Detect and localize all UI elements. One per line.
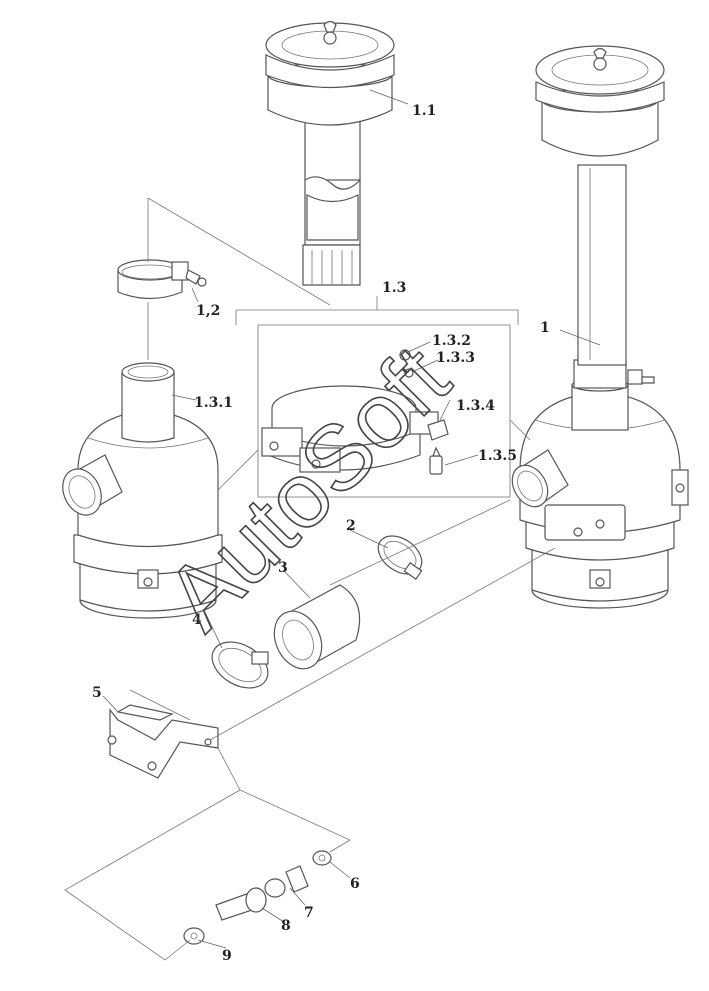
label-1-3-5: 1.3.5 <box>478 448 517 464</box>
part-3-rubber-hose <box>273 584 361 670</box>
label-6: 6 <box>350 876 360 892</box>
label-1-3-2: 1.3.2 <box>432 333 471 349</box>
leader-lines <box>102 89 601 949</box>
part-1-1-cap-assembly <box>265 20 395 286</box>
part-2-hose-clamp <box>377 535 423 580</box>
label-1: 1 <box>540 320 550 336</box>
part-1-3-bracket-assembly <box>235 296 519 498</box>
label-1-3-4: 1.3.4 <box>456 398 495 414</box>
label-2: 2 <box>346 518 356 534</box>
part-9-washer <box>183 927 205 945</box>
part-1-2-hose-clamp <box>117 259 207 300</box>
label-1-1: 1.1 <box>412 103 436 119</box>
label-1-2: 1,2 <box>196 303 220 319</box>
part-1-3-1-filter-housing <box>62 362 223 619</box>
part-6-nut <box>312 850 332 866</box>
part-5-mounting-bracket <box>107 704 219 779</box>
part-4-hose-clamp <box>211 641 269 689</box>
assembly-guide-lines <box>64 197 556 961</box>
label-8: 8 <box>281 918 291 934</box>
label-9: 9 <box>222 948 232 964</box>
part-labels: 1 1.1 1,2 1.3 1.3.1 1.3.2 1.3.3 1.3.4 1.… <box>92 103 550 964</box>
label-7: 7 <box>304 905 314 921</box>
label-1-3-1: 1.3.1 <box>194 395 233 411</box>
label-3: 3 <box>278 560 288 576</box>
label-4: 4 <box>192 612 202 628</box>
part-8-bolt <box>215 887 267 921</box>
part-7-bolt <box>264 865 309 898</box>
part-1-air-filter-assembly <box>511 45 689 609</box>
label-1-3: 1.3 <box>382 280 406 296</box>
label-1-3-3: 1.3.3 <box>436 350 475 366</box>
label-5: 5 <box>92 685 102 701</box>
